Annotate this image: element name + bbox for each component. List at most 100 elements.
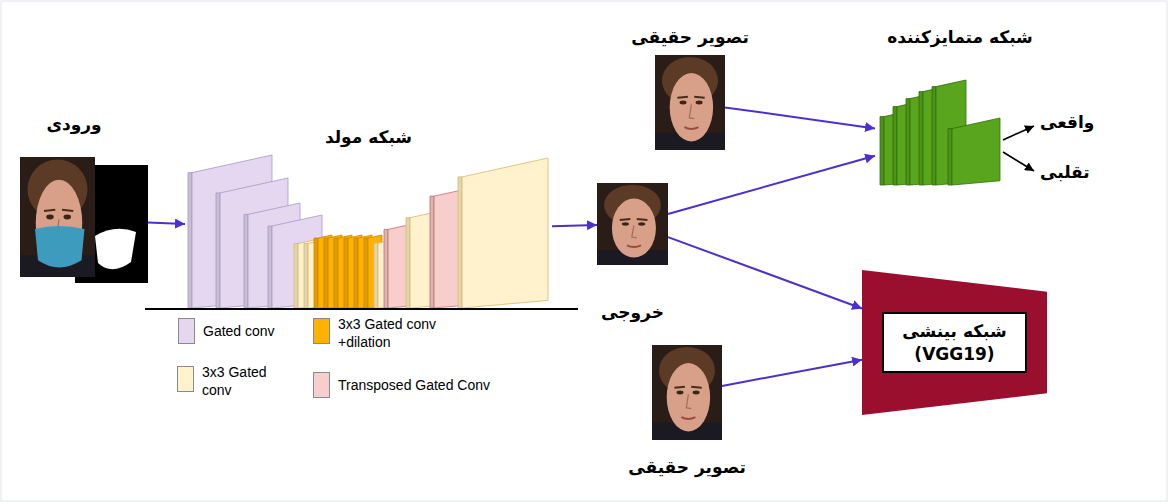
eyebrow	[62, 210, 73, 211]
eyebrow	[44, 210, 55, 211]
face-mask	[35, 226, 85, 267]
network-layer	[384, 225, 408, 308]
mouth	[684, 127, 698, 129]
face-skin	[667, 363, 710, 431]
data-flow-arrow	[725, 107, 875, 128]
nose	[686, 394, 691, 408]
layer-front	[314, 238, 318, 308]
node-heading: خروجی	[601, 301, 664, 323]
eye	[693, 391, 700, 395]
data-flow-arrow	[722, 360, 862, 386]
legend-text: Gated conv	[203, 323, 275, 341]
eye	[680, 101, 687, 105]
layer-front	[334, 238, 338, 308]
legend-swatch	[313, 318, 330, 344]
eyebrow	[620, 218, 631, 221]
node-heading: شبکه متمایزکننده	[887, 26, 1033, 48]
network-layer	[268, 215, 322, 308]
discriminator-layer	[948, 118, 1000, 185]
nose	[689, 104, 694, 118]
trapezoid	[862, 270, 1047, 415]
legend-text: 3x3 Gated conv	[202, 364, 297, 399]
face-skin	[612, 199, 656, 258]
eyebrow	[677, 96, 688, 99]
output-class-label: واقعی	[1040, 111, 1094, 133]
eye	[64, 215, 72, 220]
legend-text: Transposed Gated Conv	[338, 377, 490, 395]
layer-side	[952, 118, 1000, 185]
layer-front	[406, 218, 410, 308]
eyebrow	[691, 386, 702, 389]
layer-front	[324, 238, 328, 308]
eyebrow	[637, 218, 648, 221]
layer-front	[244, 214, 248, 308]
face-photo	[655, 55, 725, 150]
output-arrow	[1003, 126, 1034, 140]
input-image: ورودی	[20, 157, 148, 283]
layer-side	[388, 225, 408, 308]
photo-background	[652, 345, 722, 440]
face-photo	[597, 183, 668, 265]
layer-front	[188, 173, 192, 308]
layer-front	[932, 87, 936, 185]
photo-background	[655, 55, 725, 150]
face-skin	[670, 73, 713, 141]
layer-front	[384, 229, 388, 308]
node-heading: تصویر حقیقی	[628, 456, 746, 478]
data-flow-arrow	[552, 225, 597, 226]
layer-front	[919, 92, 923, 185]
layer-front	[458, 177, 462, 308]
generator-network: شبکه مولد	[185, 150, 552, 312]
eye	[638, 222, 645, 225]
eyebrow	[694, 96, 705, 99]
network-layer	[458, 158, 548, 308]
layer-front	[294, 244, 298, 308]
network-label: شبکه بینشی (VGG19)	[892, 320, 1017, 366]
eyebrow	[674, 386, 685, 389]
legend-swatch	[313, 372, 330, 398]
layer-front	[216, 193, 220, 308]
legend-swatch	[177, 366, 194, 392]
layer-front	[893, 107, 897, 185]
layer-front	[344, 238, 348, 308]
eye	[696, 101, 703, 105]
data-flow-arrow	[148, 222, 185, 223]
eye	[677, 391, 684, 395]
layer-side	[462, 158, 548, 308]
output-image: خروجی	[597, 183, 668, 265]
face-photo	[20, 157, 95, 277]
node-heading: ورودی	[46, 113, 101, 135]
eye	[46, 215, 54, 220]
face-photo	[652, 345, 722, 440]
legend-text: 3x3 Gated conv +dilation	[338, 316, 473, 351]
real-image: تصویر حقیقی	[655, 55, 725, 150]
perceptual-network: شبکه بینشی (VGG19)	[862, 270, 1047, 415]
legend-swatch	[178, 318, 195, 344]
output-class-label: تقلبی	[1040, 161, 1090, 183]
layer-side	[272, 215, 322, 308]
output-arrow	[1003, 152, 1034, 171]
layer-front	[354, 238, 358, 308]
baseline	[145, 308, 578, 310]
layer-front	[906, 99, 910, 185]
data-flow-arrow	[668, 156, 875, 214]
layer-front	[364, 238, 368, 308]
eye	[622, 222, 629, 225]
mask-region	[95, 229, 136, 269]
layer-front	[430, 196, 434, 308]
real-image: تصویر حقیقی	[652, 345, 722, 440]
mouth	[681, 417, 695, 419]
layer-front	[374, 243, 378, 308]
layer-front	[304, 244, 308, 308]
vgg-label-box: شبکه بینشی (VGG19)	[882, 312, 1027, 374]
node-heading: تصویر حقیقی	[631, 26, 749, 48]
mouth	[627, 245, 641, 247]
photo-background	[597, 183, 668, 265]
layer-front	[948, 129, 952, 185]
network-layer	[430, 190, 462, 308]
